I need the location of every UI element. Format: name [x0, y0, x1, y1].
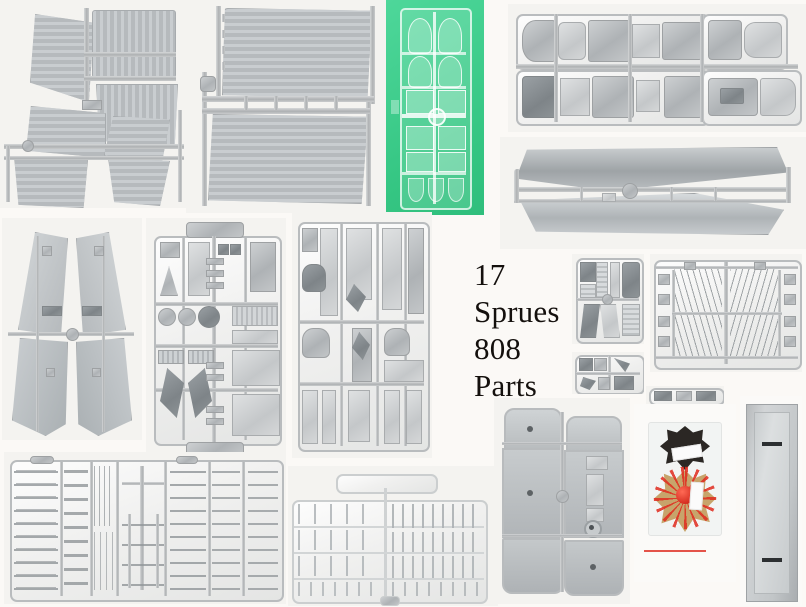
tile-detail-sprue-b: [292, 212, 432, 458]
caption-line-sprue-label: Sprues: [474, 294, 560, 329]
caption-line-parts-count: 808: [474, 331, 522, 366]
tile-small-parts-sprue: [4, 452, 286, 604]
tile-detail-sprue-a: [146, 218, 286, 458]
tile-wing-panels: [186, 0, 388, 213]
tile-hull-sides: [2, 218, 142, 440]
parts-count-caption: 17 Sprues 808 Parts: [474, 256, 594, 404]
tile-fuselage-halves: [500, 137, 806, 249]
caption-line-parts-label: Parts: [474, 368, 537, 403]
tile-small-sprue: [572, 352, 644, 394]
tile-rigging-sprue: [288, 466, 498, 606]
tile-interior-sprue: [508, 4, 806, 132]
tile-tail-surfaces: [0, 0, 190, 208]
caption-line-sprue-count: 17: [474, 257, 506, 292]
tile-wing-rib-sprue: [650, 254, 802, 372]
tile-strip-top-right: [646, 386, 724, 404]
tile-engine-sprue: [572, 254, 644, 344]
tile-deck-panels: [494, 398, 630, 604]
tile-clear-sprue: [386, 0, 484, 215]
tile-grey-panel: [740, 396, 802, 606]
tile-parts-bag: [634, 404, 736, 582]
